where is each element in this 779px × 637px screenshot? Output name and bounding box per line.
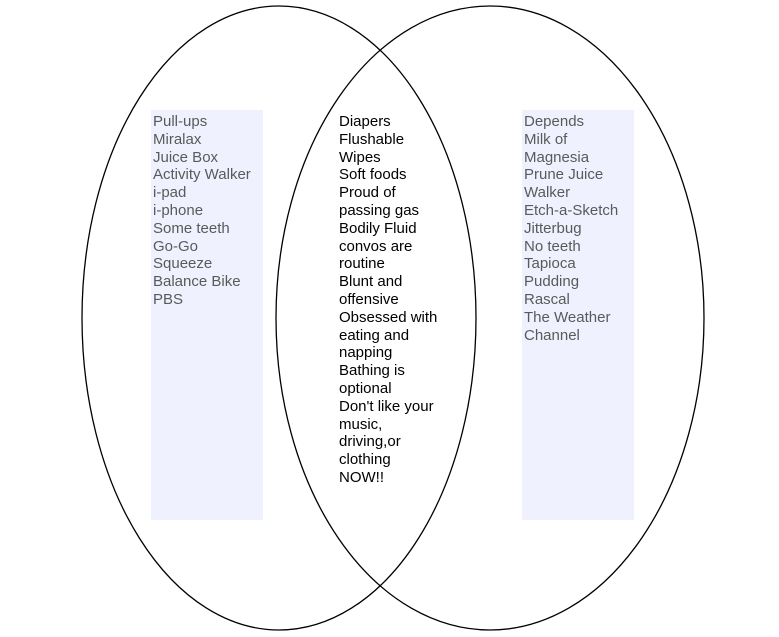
left-item: Activity Walker (153, 166, 251, 184)
intersection-item: routine (339, 255, 385, 273)
left-circle (81, 5, 477, 631)
intersection-item: Don't like your (339, 397, 434, 415)
right-item: Milk of (524, 130, 568, 148)
right-item: Walker (524, 184, 571, 202)
left-item: i-phone (153, 201, 204, 219)
intersection-item: passing gas (339, 201, 420, 219)
left-item: Balance Bike (153, 273, 241, 291)
intersection-item: Soft foods (339, 166, 407, 184)
left-item: Juice Box (153, 148, 219, 166)
intersection-item: napping (339, 344, 393, 362)
left-item: Miralax (153, 130, 202, 148)
left-item: Some teeth (153, 219, 230, 237)
right-circle (275, 5, 705, 631)
intersection-item: Obsessed with (339, 308, 438, 326)
right-item: Etch-a-Sketch (524, 201, 619, 219)
left-item: i-pad (153, 184, 187, 202)
intersection-item: Bathing is (339, 362, 405, 380)
intersection-item: NOW!! (339, 468, 384, 486)
left-item: Pull-ups (153, 113, 208, 130)
intersection-item: Wipes (339, 148, 381, 166)
right-item: No teeth (524, 237, 581, 255)
right-item: Channel (524, 326, 580, 344)
right-item: Jitterbug (524, 219, 582, 237)
right-item: The Weather (524, 308, 611, 326)
intersection-item: music, (339, 415, 383, 433)
intersection-item: optional (339, 379, 392, 397)
intersection-item: Blunt and (339, 273, 403, 291)
left-item: PBS (153, 290, 184, 308)
left-item: Squeeze (153, 255, 213, 273)
intersection-item: Bodily Fluid (339, 219, 417, 237)
intersection-item: eating and (339, 326, 410, 344)
intersection-item: clothing (339, 451, 391, 469)
intersection-item: Diapers (339, 113, 391, 130)
right-item: Pudding (524, 273, 580, 291)
right-item: Rascal (524, 290, 570, 308)
intersection-item: driving,or (339, 433, 401, 451)
intersection-item: Proud of (339, 184, 396, 202)
intersection-item: offensive (339, 290, 399, 308)
right-item: Depends (524, 113, 585, 130)
right-item: Prune Juice (524, 166, 604, 184)
left-item: Go-Go (153, 237, 199, 255)
intersection-item: Flushable (339, 130, 405, 148)
right-item: Magnesia (524, 148, 590, 166)
intersection-item: convos are (339, 237, 413, 255)
right-item: Tapioca (524, 255, 576, 273)
